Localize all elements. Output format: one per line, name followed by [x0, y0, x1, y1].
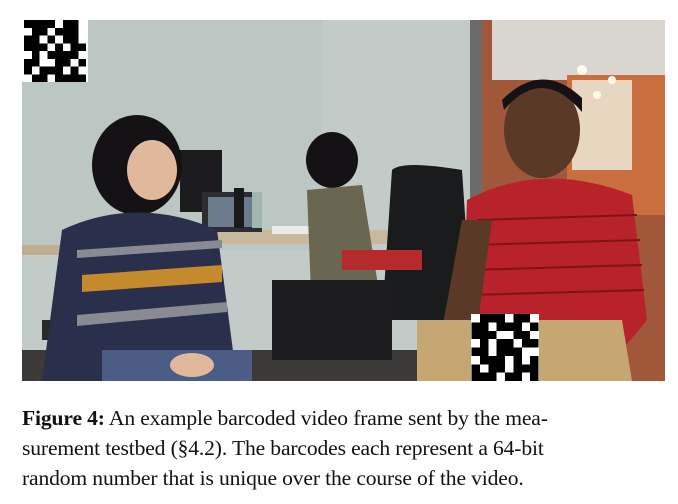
figure-photo: [22, 20, 665, 381]
barcode-icon: [22, 20, 88, 82]
caption-line-1: Figure 4: An example barcoded video fram…: [22, 403, 668, 433]
barcode-bottom-pattern: [471, 314, 539, 381]
figure-caption: Figure 4: An example barcoded video fram…: [22, 403, 668, 493]
barcode-top-left-pattern: [24, 20, 86, 82]
caption-line-2: surement testbed (§4.2). The barcodes ea…: [22, 436, 544, 460]
caption-line-1-text: An example barcoded video frame sent by …: [104, 406, 548, 430]
photo-illustration: [22, 20, 665, 381]
barcode-icon: [471, 314, 539, 381]
caption-line-3: random number that is unique over the co…: [22, 466, 524, 490]
figure-label: Figure 4:: [22, 406, 105, 430]
